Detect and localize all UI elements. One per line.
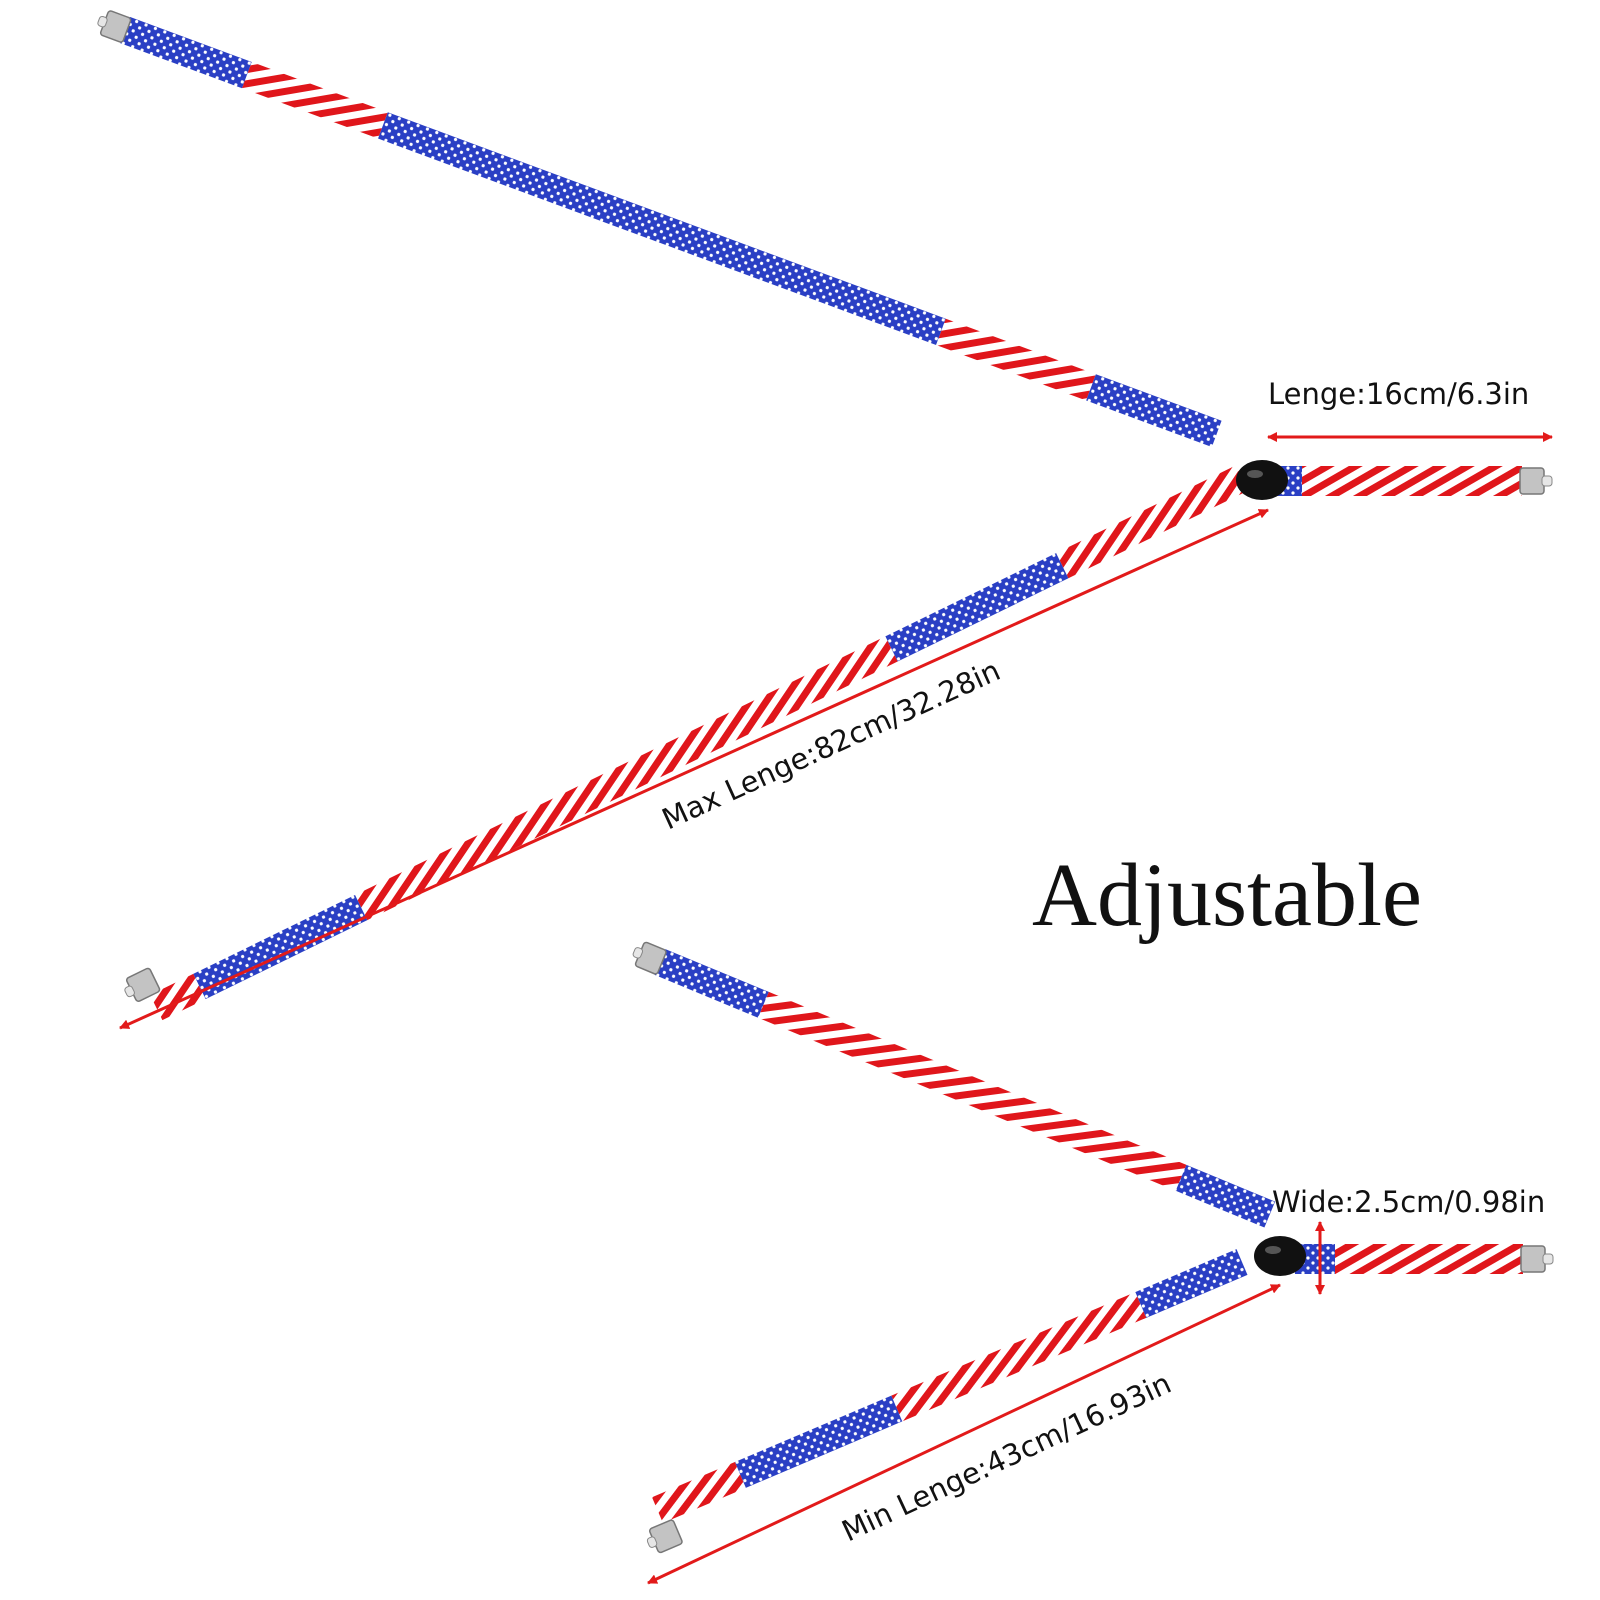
metal-clip-icon	[97, 10, 132, 43]
metal-clip-icon	[1519, 467, 1553, 495]
min-length-arrow	[647, 1283, 1281, 1585]
short-back-tab	[1295, 1244, 1523, 1274]
width-label: Wide:2.5cm/0.98in	[1272, 1185, 1545, 1219]
headline: Adjustable	[1032, 846, 1422, 945]
leather-y-patch-icon	[1254, 1236, 1306, 1276]
leather-y-patch-icon	[1236, 460, 1288, 500]
short-upper-strap	[654, 949, 1276, 1228]
metal-clip-icon	[646, 1519, 683, 1554]
long-back-tab	[1262, 466, 1522, 496]
min-length-label: Min Lenge:43cm/16.93in	[837, 1366, 1177, 1548]
max-length-arrow	[119, 508, 1269, 1030]
metal-clip-icon	[1520, 1245, 1554, 1273]
short-suspender	[632, 941, 1554, 1554]
long-upper-strap	[120, 16, 1222, 447]
tab-length-label: Lenge:16cm/6.3in	[1268, 377, 1529, 411]
